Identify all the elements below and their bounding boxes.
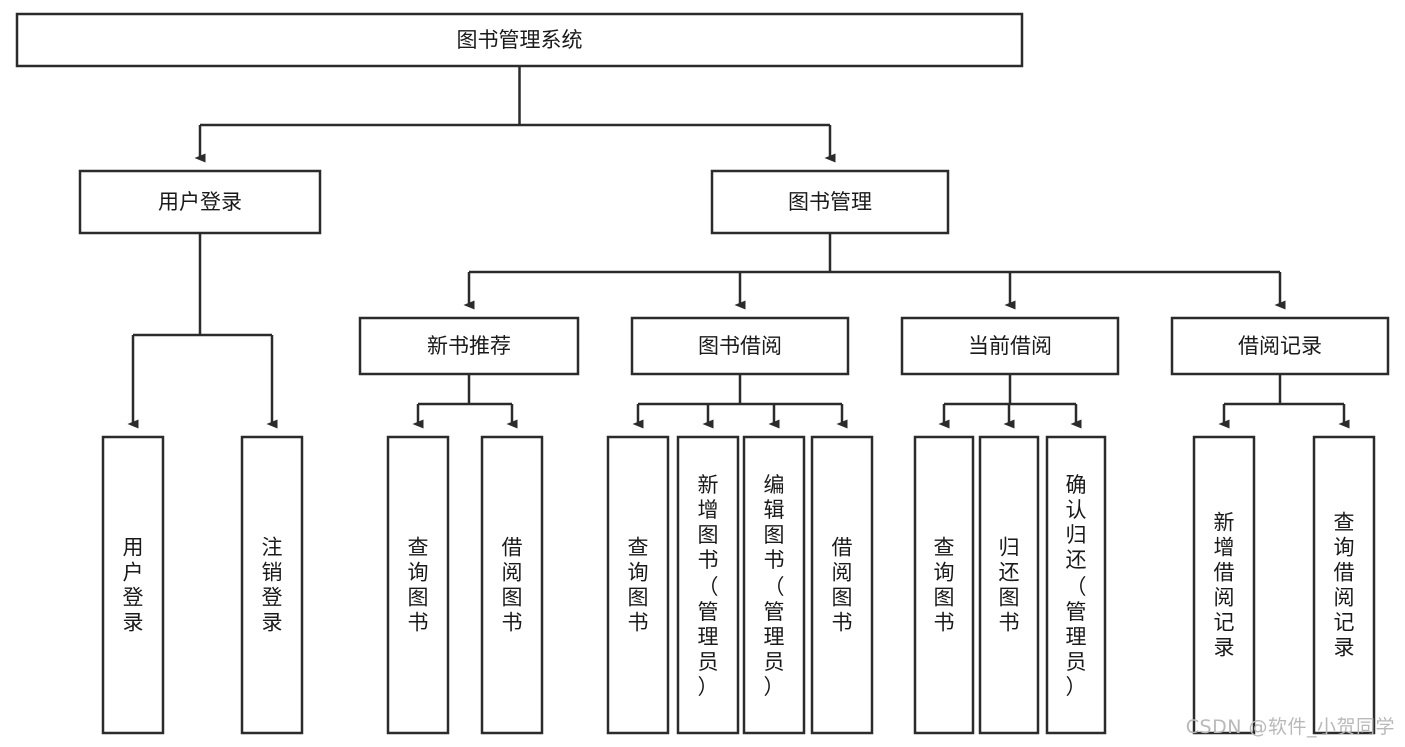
node-box-leaf-query-record <box>1312 435 1376 735</box>
node-leaf-user-login[interactable]: 用户登录 <box>101 435 165 735</box>
node-box-leaf-add-book <box>676 435 740 735</box>
node-leaf-confirm-return[interactable]: 确认归还（管理员） <box>1045 435 1107 735</box>
edge-layer <box>127 66 1350 429</box>
node-label-leaf-user-login: 用户登录 <box>123 536 144 635</box>
node-leaf-add-record[interactable]: 新增借阅记录 <box>1192 435 1256 735</box>
node-layer: 图书管理系统用户登录图书管理新书推荐图书借阅当前借阅借阅记录用户登录注销登录查询… <box>15 12 1390 735</box>
node-label-leaf-borrow-book-rec: 借阅图书 <box>502 536 523 635</box>
node-box-user-login <box>78 169 322 235</box>
node-label-current-borrow: 当前借阅 <box>968 334 1052 358</box>
node-leaf-query-record[interactable]: 查询借阅记录 <box>1312 435 1376 735</box>
node-label-user-login: 用户登录 <box>158 190 242 214</box>
node-box-leaf-edit-book <box>742 435 806 735</box>
node-box-leaf-borrow-book <box>810 435 874 735</box>
node-user-login[interactable]: 用户登录 <box>78 169 322 235</box>
node-box-leaf-return-book <box>978 435 1040 735</box>
node-label-leaf-query-book-cur: 查询图书 <box>934 536 955 635</box>
node-book-manage[interactable]: 图书管理 <box>710 169 950 235</box>
node-new-book-rec[interactable]: 新书推荐 <box>358 316 580 376</box>
node-box-leaf-borrow-book-rec <box>480 435 544 735</box>
node-box-current-borrow <box>900 316 1120 376</box>
node-label-book-manage: 图书管理 <box>788 190 872 214</box>
node-leaf-logout[interactable]: 注销登录 <box>240 435 304 735</box>
node-label-leaf-add-book: 新增图书（管理员） <box>698 473 719 699</box>
node-box-borrow-record <box>1170 316 1390 376</box>
node-box-leaf-query-book-cur <box>913 435 975 735</box>
node-label-book-borrow: 图书借阅 <box>698 334 782 358</box>
node-box-book-borrow <box>630 316 850 376</box>
node-label-new-book-rec: 新书推荐 <box>427 334 511 358</box>
node-borrow-record[interactable]: 借阅记录 <box>1170 316 1390 376</box>
node-book-borrow[interactable]: 图书借阅 <box>630 316 850 376</box>
node-box-leaf-add-record <box>1192 435 1256 735</box>
node-box-book-manage <box>710 169 950 235</box>
node-box-leaf-query-book-rec <box>386 435 450 735</box>
node-label-leaf-query-book-borrow: 查询图书 <box>628 536 649 635</box>
node-label-leaf-borrow-book: 借阅图书 <box>832 536 853 635</box>
node-box-leaf-user-login <box>101 435 165 735</box>
node-root[interactable]: 图书管理系统 <box>15 12 1024 68</box>
node-leaf-edit-book[interactable]: 编辑图书（管理员） <box>742 435 806 735</box>
node-box-leaf-logout <box>240 435 304 735</box>
node-leaf-query-book-rec[interactable]: 查询图书 <box>386 435 450 735</box>
node-label-leaf-query-book-rec: 查询图书 <box>408 536 429 635</box>
node-label-root: 图书管理系统 <box>457 28 583 52</box>
node-label-leaf-query-record: 查询借阅记录 <box>1334 511 1355 660</box>
node-label-leaf-logout: 注销登录 <box>262 536 283 635</box>
node-box-root <box>15 12 1024 68</box>
node-box-leaf-query-book-borrow <box>606 435 670 735</box>
node-box-leaf-confirm-return <box>1045 435 1107 735</box>
node-leaf-add-book[interactable]: 新增图书（管理员） <box>676 435 740 735</box>
node-current-borrow[interactable]: 当前借阅 <box>900 316 1120 376</box>
node-label-borrow-record: 借阅记录 <box>1238 334 1322 358</box>
node-label-leaf-edit-book: 编辑图书（管理员） <box>764 473 785 699</box>
node-leaf-query-book-cur[interactable]: 查询图书 <box>913 435 975 735</box>
node-label-leaf-confirm-return: 确认归还（管理员） <box>1066 473 1087 699</box>
node-label-leaf-return-book: 归还图书 <box>999 536 1020 635</box>
node-label-leaf-add-record: 新增借阅记录 <box>1214 511 1235 660</box>
node-leaf-return-book[interactable]: 归还图书 <box>978 435 1040 735</box>
node-leaf-borrow-book-rec[interactable]: 借阅图书 <box>480 435 544 735</box>
node-leaf-borrow-book[interactable]: 借阅图书 <box>810 435 874 735</box>
node-box-new-book-rec <box>358 316 580 376</box>
node-leaf-query-book-borrow[interactable]: 查询图书 <box>606 435 670 735</box>
